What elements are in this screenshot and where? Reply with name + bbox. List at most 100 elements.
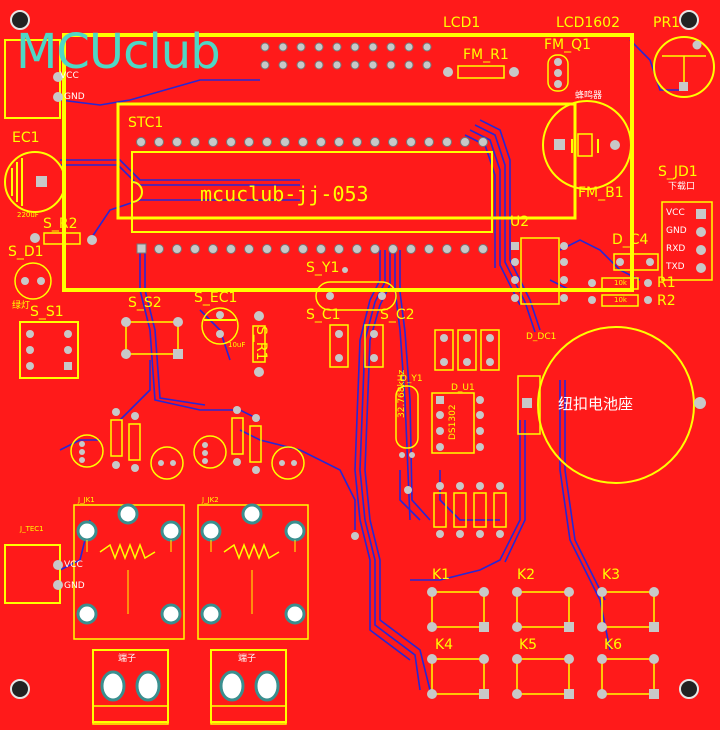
label-fm-r1: FM_R1 xyxy=(463,47,509,63)
label-ec1: EC1 xyxy=(12,130,40,146)
battery-holder xyxy=(517,326,706,484)
stc1-body xyxy=(131,151,493,233)
fm-q1-transistor xyxy=(547,54,569,92)
label-battery: 纽扣电池座 xyxy=(558,395,634,413)
relay-j-jk1 xyxy=(73,503,185,640)
label-s-c2: S_C2 xyxy=(380,307,415,323)
label-terminal-1: 端子 xyxy=(118,654,137,664)
mounting-holes xyxy=(10,10,699,699)
label-fm-q1: FM_Q1 xyxy=(544,37,592,53)
label-ec1-value: 220uF xyxy=(17,211,39,219)
copper-traces xyxy=(59,39,680,691)
s-c1-capacitor xyxy=(329,324,349,368)
r1-resistor xyxy=(588,277,652,290)
s-d1-led xyxy=(14,262,52,300)
label-lcd1: LCD1 xyxy=(443,15,481,31)
ec1-capacitor xyxy=(4,151,66,213)
s-s2-button xyxy=(121,317,183,359)
u2-ic xyxy=(511,237,568,305)
label-k4: K4 xyxy=(435,637,454,653)
label-tec-vcc: VCC xyxy=(64,560,83,570)
stc1-outline xyxy=(116,102,577,220)
label-s-c1: S_C1 xyxy=(306,307,341,323)
lcd1-header-pins xyxy=(260,42,432,70)
label-k3: K3 xyxy=(602,567,621,583)
label-green-led: 绿灯 xyxy=(12,301,31,311)
label-fm-b1: FM_B1 xyxy=(578,185,624,201)
label-crystal: 32.768kHz xyxy=(397,369,407,418)
label-k2: K2 xyxy=(517,567,536,583)
usb-power-jack xyxy=(4,39,63,119)
label-j-jk1: J_JK1 xyxy=(78,496,95,504)
terminal-1 xyxy=(92,649,169,725)
d-u1-ds1302 xyxy=(431,392,484,454)
label-r2-value: 10k xyxy=(614,296,627,304)
label-pr1: PR1 xyxy=(653,15,681,31)
label-j-jk2: J_JK2 xyxy=(202,496,219,504)
fm-b1-buzzer xyxy=(542,100,632,190)
label-buzzer: 蜂鸣器 xyxy=(575,91,603,101)
label-s-ec1-value: 10uF xyxy=(228,341,246,349)
lcd1-outline xyxy=(62,33,634,292)
label-usb-gnd: GND xyxy=(64,92,85,102)
label-u2: U2 xyxy=(510,214,530,230)
terminal-2 xyxy=(210,649,287,725)
d-c-capacitors xyxy=(434,329,500,371)
label-usb-vcc: VCC xyxy=(60,71,79,81)
label-jd-gnd: GND xyxy=(666,226,687,236)
label-s-y1: S_Y1 xyxy=(306,260,340,276)
label-lcd1602: LCD1602 xyxy=(556,15,620,31)
label-d-dc1: D_DC1 xyxy=(526,332,557,342)
fm-r1-resistor xyxy=(443,65,519,79)
label-s-jd1: S_JD1 xyxy=(658,164,698,180)
s-c2-capacitor xyxy=(364,324,384,368)
vias xyxy=(342,267,412,540)
s-s1-switch xyxy=(19,321,79,379)
relay-j-jk2 xyxy=(197,503,309,640)
d-y1-crystal xyxy=(395,385,419,458)
label-k1: K1 xyxy=(432,567,451,583)
label-stc1: STC1 xyxy=(128,115,164,131)
label-terminal-2: 端子 xyxy=(238,654,257,664)
label-ds1302: DS1302 xyxy=(448,404,458,440)
s-r2-resistor xyxy=(30,232,97,245)
key-pads xyxy=(427,587,659,699)
label-d-u1: D_U1 xyxy=(451,383,475,393)
label-download: 下载口 xyxy=(668,182,696,192)
label-s-r2: S_R2 xyxy=(43,216,78,232)
board-title: mcuclub-jj-053 xyxy=(200,182,369,206)
label-s-r1: S_R1 xyxy=(253,326,269,361)
d-c4-capacitor xyxy=(613,253,659,271)
label-d-c4: D_C4 xyxy=(612,232,649,248)
label-k6: K6 xyxy=(604,637,623,653)
j-components xyxy=(70,406,305,480)
label-tec-gnd: GND xyxy=(64,581,85,591)
label-s-s2: S_S2 xyxy=(128,295,162,311)
label-s-s1: S_S1 xyxy=(30,304,64,320)
label-jd-txd: TXD xyxy=(666,262,685,272)
label-r1: R1 xyxy=(657,275,676,291)
logo: MCUclub xyxy=(16,24,221,80)
label-r1-value: 10k xyxy=(614,279,627,287)
stc1-pins xyxy=(136,137,488,254)
j-tec1-jack xyxy=(4,544,63,604)
r2-resistor xyxy=(588,294,652,307)
keys xyxy=(431,591,655,695)
label-j-tec1: J_TEC1 xyxy=(20,525,44,533)
label-k5: K5 xyxy=(519,637,538,653)
d-r-resistors xyxy=(433,482,507,538)
pr1-photoresistor xyxy=(653,36,715,98)
label-d-y1: D_Y1 xyxy=(400,374,423,384)
s-jd1-header xyxy=(661,201,713,281)
s-y1-crystal xyxy=(315,281,397,311)
s-ec1-capacitor xyxy=(201,307,239,345)
label-s-d1: S_D1 xyxy=(8,244,44,260)
label-r2: R2 xyxy=(657,293,676,309)
s-r1-resistor xyxy=(252,311,266,377)
label-jd-rxd: RXD xyxy=(666,244,686,254)
label-jd-vcc: VCC xyxy=(666,208,685,218)
label-s-ec1: S_EC1 xyxy=(194,290,238,306)
